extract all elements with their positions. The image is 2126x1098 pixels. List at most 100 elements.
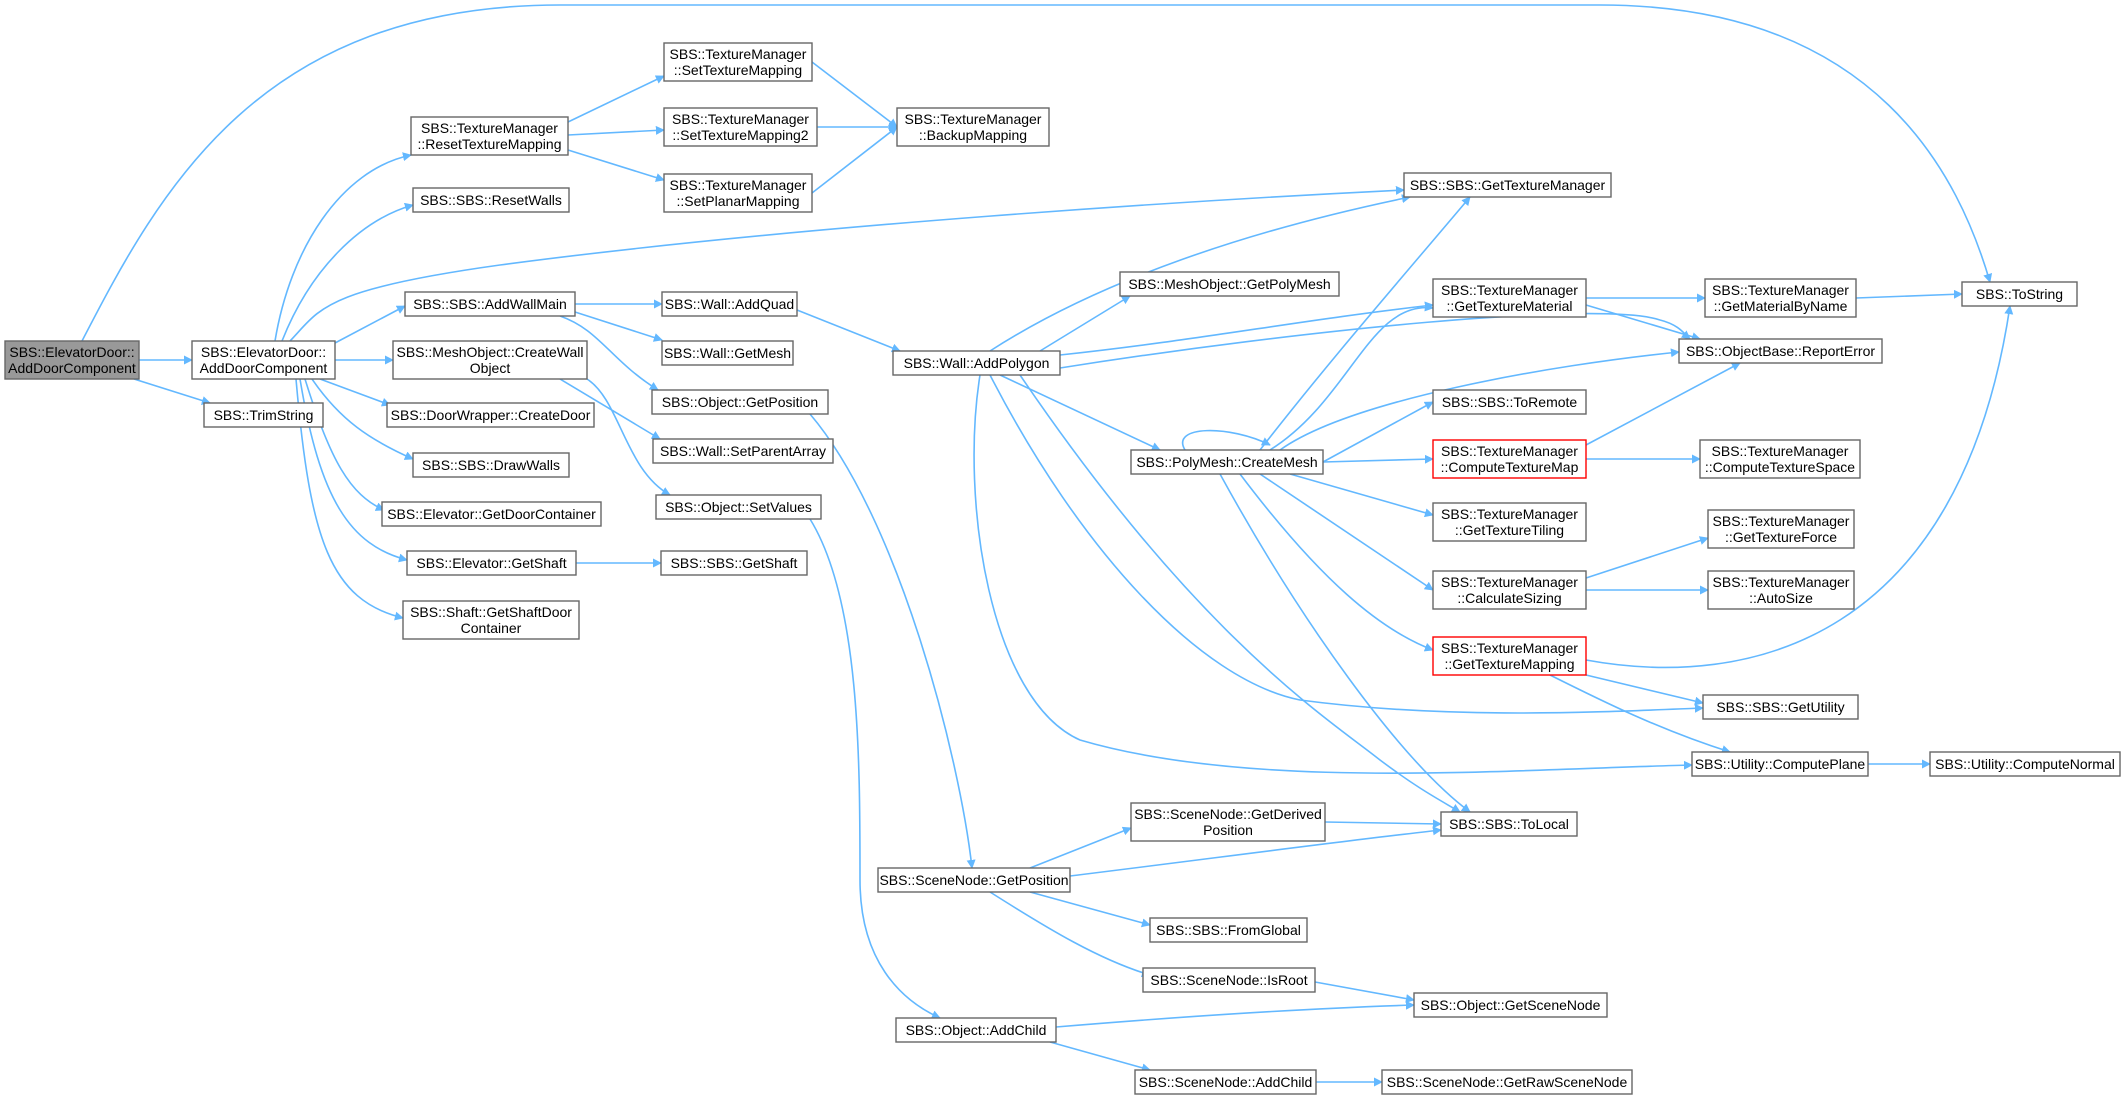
node-computeplane[interactable]: SBS::Utility::ComputePlane bbox=[1691, 751, 1869, 777]
edge-line bbox=[1069, 826, 1442, 877]
node-snaddchild[interactable]: SBS::SceneNode::AddChild bbox=[1134, 1069, 1317, 1095]
node-root[interactable]: SBS::ElevatorDoor::AddDoorComponent bbox=[4, 340, 140, 380]
node-getutility[interactable]: SBS::SBS::GetUtility bbox=[1702, 694, 1859, 720]
node-label: SBS::Object::GetSceneNode bbox=[1421, 997, 1601, 1013]
node-box bbox=[1403, 172, 1612, 198]
node-label: SBS::TextureManager bbox=[1712, 443, 1849, 459]
node-label: ::ComputeTextureSpace bbox=[1705, 459, 1855, 475]
edge-sngetpos-to-fromglobal bbox=[1029, 891, 1151, 928]
node-label: ::GetTextureTiling bbox=[1455, 522, 1564, 538]
node-fromglobal[interactable]: SBS::SBS::FromGlobal bbox=[1149, 917, 1308, 943]
node-gettexforce[interactable]: SBS::TextureManager::GetTextureForce bbox=[1707, 509, 1855, 549]
node-addwallmain[interactable]: SBS::SBS::AddWallMain bbox=[404, 291, 576, 317]
edge-computetexmap-to-reporterror bbox=[1585, 362, 1741, 446]
edge-line bbox=[1322, 401, 1434, 463]
edge-tmreset-to-tmplanar bbox=[567, 149, 665, 182]
node-createdoor[interactable]: SBS::DoorWrapper::CreateDoor bbox=[386, 402, 595, 428]
node-label: SBS::SBS::DrawWalls bbox=[422, 457, 560, 473]
node-getdoorcont[interactable]: SBS::Elevator::GetDoorContainer bbox=[381, 501, 602, 527]
node-getrawscenenode[interactable]: SBS::SceneNode::GetRawSceneNode bbox=[1381, 1069, 1633, 1095]
edge-line bbox=[1585, 304, 1701, 341]
edge-edac-to-createdoor bbox=[319, 378, 391, 407]
edge-addpolygon-to-gettexmgr bbox=[989, 194, 1411, 352]
node-gettextiling[interactable]: SBS::TextureManager::GetTextureTiling bbox=[1432, 502, 1587, 542]
edge-line bbox=[1322, 454, 1434, 464]
node-tmset2[interactable]: SBS::TextureManager::SetTextureMapping2 bbox=[663, 107, 818, 147]
node-comptexspace[interactable]: SBS::TextureManager::ComputeTextureSpace bbox=[1699, 439, 1861, 479]
node-setparentarray[interactable]: SBS::Wall::SetParentArray bbox=[652, 438, 834, 464]
edge-line bbox=[567, 75, 665, 123]
edge-line bbox=[1259, 473, 1434, 591]
edge-line bbox=[1324, 819, 1442, 829]
edge-line bbox=[567, 125, 665, 136]
node-gettexmgr[interactable]: SBS::SBS::GetTextureManager bbox=[1403, 172, 1612, 198]
edge-objaddchild-to-snaddchild bbox=[1049, 1041, 1151, 1073]
node-objaddchild[interactable]: SBS::Object::AddChild bbox=[895, 1017, 1057, 1043]
node-gettexmapping[interactable]: SBS::TextureManager::GetTextureMapping bbox=[1432, 636, 1587, 676]
node-tmset[interactable]: SBS::TextureManager::SetTextureMapping bbox=[663, 42, 813, 82]
node-label: ::GetMaterialByName bbox=[1714, 298, 1848, 314]
edge-addpolygon-to-getutility bbox=[989, 374, 1704, 714]
node-calcsizing[interactable]: SBS::TextureManager::CalculateSizing bbox=[1432, 570, 1587, 610]
node-tmplanar[interactable]: SBS::TextureManager::SetPlanarMapping bbox=[663, 173, 813, 213]
edge-edac-to-drawwalls bbox=[311, 378, 414, 460]
edge-addwallmain-to-objgetpos bbox=[559, 315, 659, 391]
node-label: SBS::PolyMesh::CreateMesh bbox=[1136, 454, 1317, 470]
node-getmatbyname[interactable]: SBS::TextureManager::GetMaterialByName bbox=[1704, 278, 1857, 318]
node-label: Container bbox=[461, 620, 522, 636]
node-autosize[interactable]: SBS::TextureManager::AutoSize bbox=[1707, 570, 1855, 610]
node-computenormal[interactable]: SBS::Utility::ComputeNormal bbox=[1929, 751, 2121, 777]
node-drawwalls[interactable]: SBS::SBS::DrawWalls bbox=[412, 452, 570, 478]
node-sbsgetshaft[interactable]: SBS::SBS::GetShaft bbox=[660, 550, 808, 576]
node-toremote[interactable]: SBS::SBS::ToRemote bbox=[1432, 389, 1587, 415]
node-tmbackup[interactable]: SBS::TextureManager::BackupMapping bbox=[896, 107, 1050, 147]
edge-addwallmain-to-getmesh bbox=[574, 311, 663, 342]
node-objgetscenenode[interactable]: SBS::Object::GetSceneNode bbox=[1413, 992, 1608, 1018]
node-box bbox=[663, 107, 818, 147]
node-box bbox=[1707, 509, 1855, 549]
node-label: SBS::Wall::AddPolygon bbox=[904, 355, 1050, 371]
node-trim[interactable]: SBS::TrimString bbox=[203, 402, 324, 428]
node-reporterror[interactable]: SBS::ObjectBase::ReportError bbox=[1678, 338, 1883, 364]
edge-line bbox=[1289, 473, 1434, 518]
edge-objaddchild-to-objgetscenenode bbox=[1055, 1000, 1415, 1028]
edge-line bbox=[809, 413, 976, 869]
node-getmesh[interactable]: SBS::Wall::GetMesh bbox=[661, 340, 794, 366]
node-gettexmaterial[interactable]: SBS::TextureManager::GetTextureMaterial bbox=[1432, 278, 1587, 318]
node-label: SBS::Elevator::GetShaft bbox=[416, 555, 566, 571]
node-box bbox=[661, 340, 794, 366]
node-snisroot[interactable]: SBS::SceneNode::IsRoot bbox=[1142, 967, 1316, 993]
node-sngetpos[interactable]: SBS::SceneNode::GetPosition bbox=[877, 867, 1071, 893]
edge-root-to-tostring bbox=[81, 4, 1993, 342]
node-createmesh[interactable]: SBS::PolyMesh::CreateMesh bbox=[1130, 449, 1324, 475]
node-tolocal[interactable]: SBS::SBS::ToLocal bbox=[1440, 811, 1578, 837]
node-objgetpos[interactable]: SBS::Object::GetPosition bbox=[651, 389, 829, 415]
edge-createmesh-to-gettexmaterial bbox=[1269, 302, 1434, 451]
node-objsetvalues[interactable]: SBS::Object::SetValues bbox=[655, 494, 822, 520]
edge-line bbox=[133, 378, 211, 405]
edge-sngetderived-to-tolocal bbox=[1324, 819, 1442, 829]
node-elevgetshaft[interactable]: SBS::Elevator::GetShaft bbox=[406, 550, 577, 576]
edge-line bbox=[809, 518, 941, 1019]
node-label: AddDoorComponent bbox=[8, 360, 136, 376]
node-addpolygon[interactable]: SBS::Wall::AddPolygon bbox=[892, 350, 1061, 376]
node-label: SBS::Elevator::GetDoorContainer bbox=[387, 506, 596, 522]
edge-line bbox=[1059, 312, 1691, 369]
node-edac[interactable]: SBS::ElevatorDoor::AddDoorComponent bbox=[191, 340, 336, 380]
node-addquad[interactable]: SBS::Wall::AddQuad bbox=[661, 291, 798, 317]
node-label: SBS::TextureManager bbox=[1441, 282, 1578, 298]
edge-line bbox=[1039, 295, 1131, 352]
edge-line bbox=[295, 378, 404, 621]
node-box bbox=[1961, 281, 2078, 307]
edge-edac-to-tmreset bbox=[274, 152, 412, 342]
node-tostring[interactable]: SBS::ToString bbox=[1961, 281, 2078, 307]
edge-line bbox=[274, 152, 412, 342]
node-tmreset[interactable]: SBS::TextureManager::ResetTextureMapping bbox=[410, 116, 569, 156]
node-computetexmap[interactable]: SBS::TextureManager::ComputeTextureMap bbox=[1432, 439, 1587, 479]
node-resetwalls[interactable]: SBS::SBS::ResetWalls bbox=[412, 187, 570, 213]
edge-createmesh-to-toremote bbox=[1322, 401, 1434, 463]
node-getpolymesh[interactable]: SBS::MeshObject::GetPolyMesh bbox=[1119, 271, 1340, 297]
